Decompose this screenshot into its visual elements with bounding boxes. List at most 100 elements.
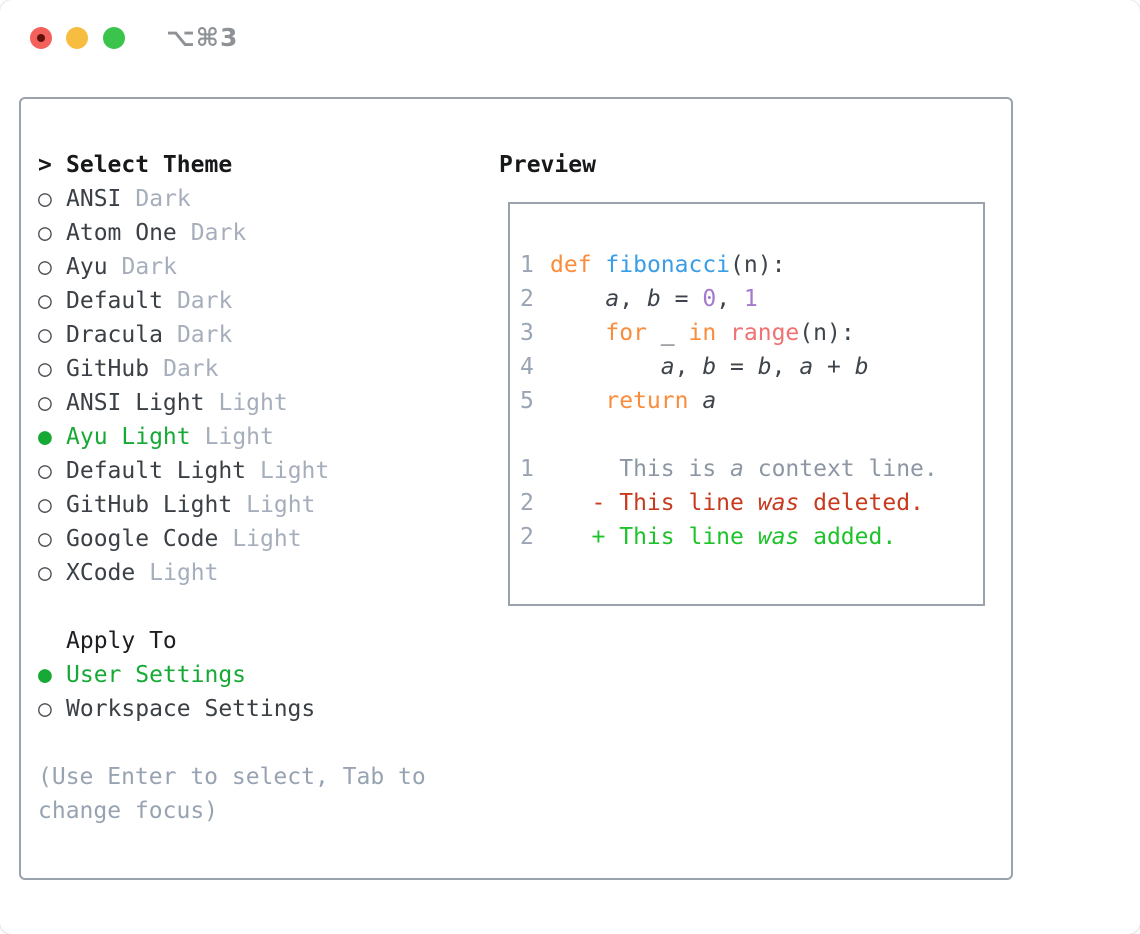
line-number: 1 [520,252,534,278]
theme-option-default-light[interactable]: ○ Default Light Light [38,454,478,488]
radio-selected-icon: ● [38,662,52,688]
code-token: def [550,252,592,278]
option-label: Dracula [66,322,163,348]
variant-label: Dark [176,288,233,314]
preview-line: 2 - This line was deleted. [520,486,983,520]
code-token: (n): [730,252,786,278]
code-token: b [646,286,661,312]
code-token: - This line [550,490,758,516]
radio-unselected-icon: ○ [38,254,52,280]
spacer [38,590,478,624]
code-token: b [757,354,772,380]
minimize-button[interactable] [66,27,88,49]
code-token [550,320,605,346]
code-token [688,388,702,414]
code-token: range [730,320,800,346]
theme-option-xcode[interactable]: ○ XCode Light [38,556,478,590]
variant-label: Dark [135,186,191,212]
option-label: GitHub Light [66,492,233,518]
code-token: was [757,490,800,516]
theme-option-ansi[interactable]: ○ ANSI Dark [38,182,478,216]
code-token: deleted. [799,490,924,516]
apply-to-title: Apply To [66,628,177,654]
radio-unselected-icon: ○ [38,390,52,416]
variant-label: Dark [163,356,219,382]
radio-unselected-icon: ○ [38,696,52,722]
preview-line: 4 a, b = b, a + b [520,350,983,384]
code-token: = [716,354,758,380]
code-token: 0 [702,286,717,312]
line-number: 2 [520,490,534,516]
option-label: ANSI Light [66,390,205,416]
preview-title: Preview [499,152,596,178]
variant-label: Light [149,560,219,586]
code-token: b [854,354,869,380]
apply-option-user-settings[interactable]: ● User Settings [38,658,478,692]
code-token [716,320,730,346]
preview-section: Preview [499,148,596,182]
option-label: Default Light [66,458,247,484]
code-token: a [702,388,717,414]
apply-to-header: Apply To [38,624,478,658]
line-number: 1 [520,456,534,482]
code-token: = [660,286,703,312]
code-token [592,252,606,278]
preview-line: 3 for _ in range(n): [520,316,983,350]
select-theme-header: >Select Theme [38,148,478,182]
code-token: return [605,388,689,414]
preview-line: 1 This is a context line. [520,452,983,486]
radio-unselected-icon: ○ [38,186,52,212]
code-token [550,354,661,380]
option-label: XCode [66,560,136,586]
code-token: , [674,354,703,380]
code-token: , [771,354,800,380]
apply-option-workspace-settings[interactable]: ○Workspace Settings [38,692,478,726]
radio-selected-icon: ● [38,424,52,450]
option-label: ANSI [66,186,122,212]
code-token: a [730,456,744,482]
code-token: 1 [743,286,758,312]
line-number: 2 [520,524,534,550]
variant-label: Light [260,458,330,484]
option-label: User Settings [66,662,247,688]
spacer [38,726,478,760]
option-label: Atom One [66,220,177,246]
radio-unselected-icon: ○ [38,560,52,586]
code-token: _ [646,320,689,346]
radio-unselected-icon: ○ [38,356,52,382]
code-token [550,286,605,312]
code-token: + This line [550,524,758,550]
theme-option-ayu-light[interactable]: ● Ayu Light Light [38,420,478,454]
variant-label: Dark [121,254,177,280]
preview-line: 2 + This line was added. [520,520,983,554]
code-token: + [813,354,855,380]
help-text: (Use Enter to select, Tab to change focu… [38,764,426,824]
title-bar: ⌥⌘3 [0,0,1140,76]
radio-unselected-icon: ○ [38,322,52,348]
zoom-button[interactable] [103,27,125,49]
variant-label: Light [204,424,274,450]
code-token: , [716,286,744,312]
code-token: a [605,286,620,312]
line-number: 4 [520,354,534,380]
radio-unselected-icon: ○ [38,220,52,246]
close-button[interactable] [30,27,52,49]
radio-unselected-icon: ○ [38,458,52,484]
preview-line: 2 a, b = 0, 1 [520,282,983,316]
code-token: for [605,320,647,346]
option-label: Google Code [66,526,219,552]
option-label: Ayu Light [66,424,191,450]
